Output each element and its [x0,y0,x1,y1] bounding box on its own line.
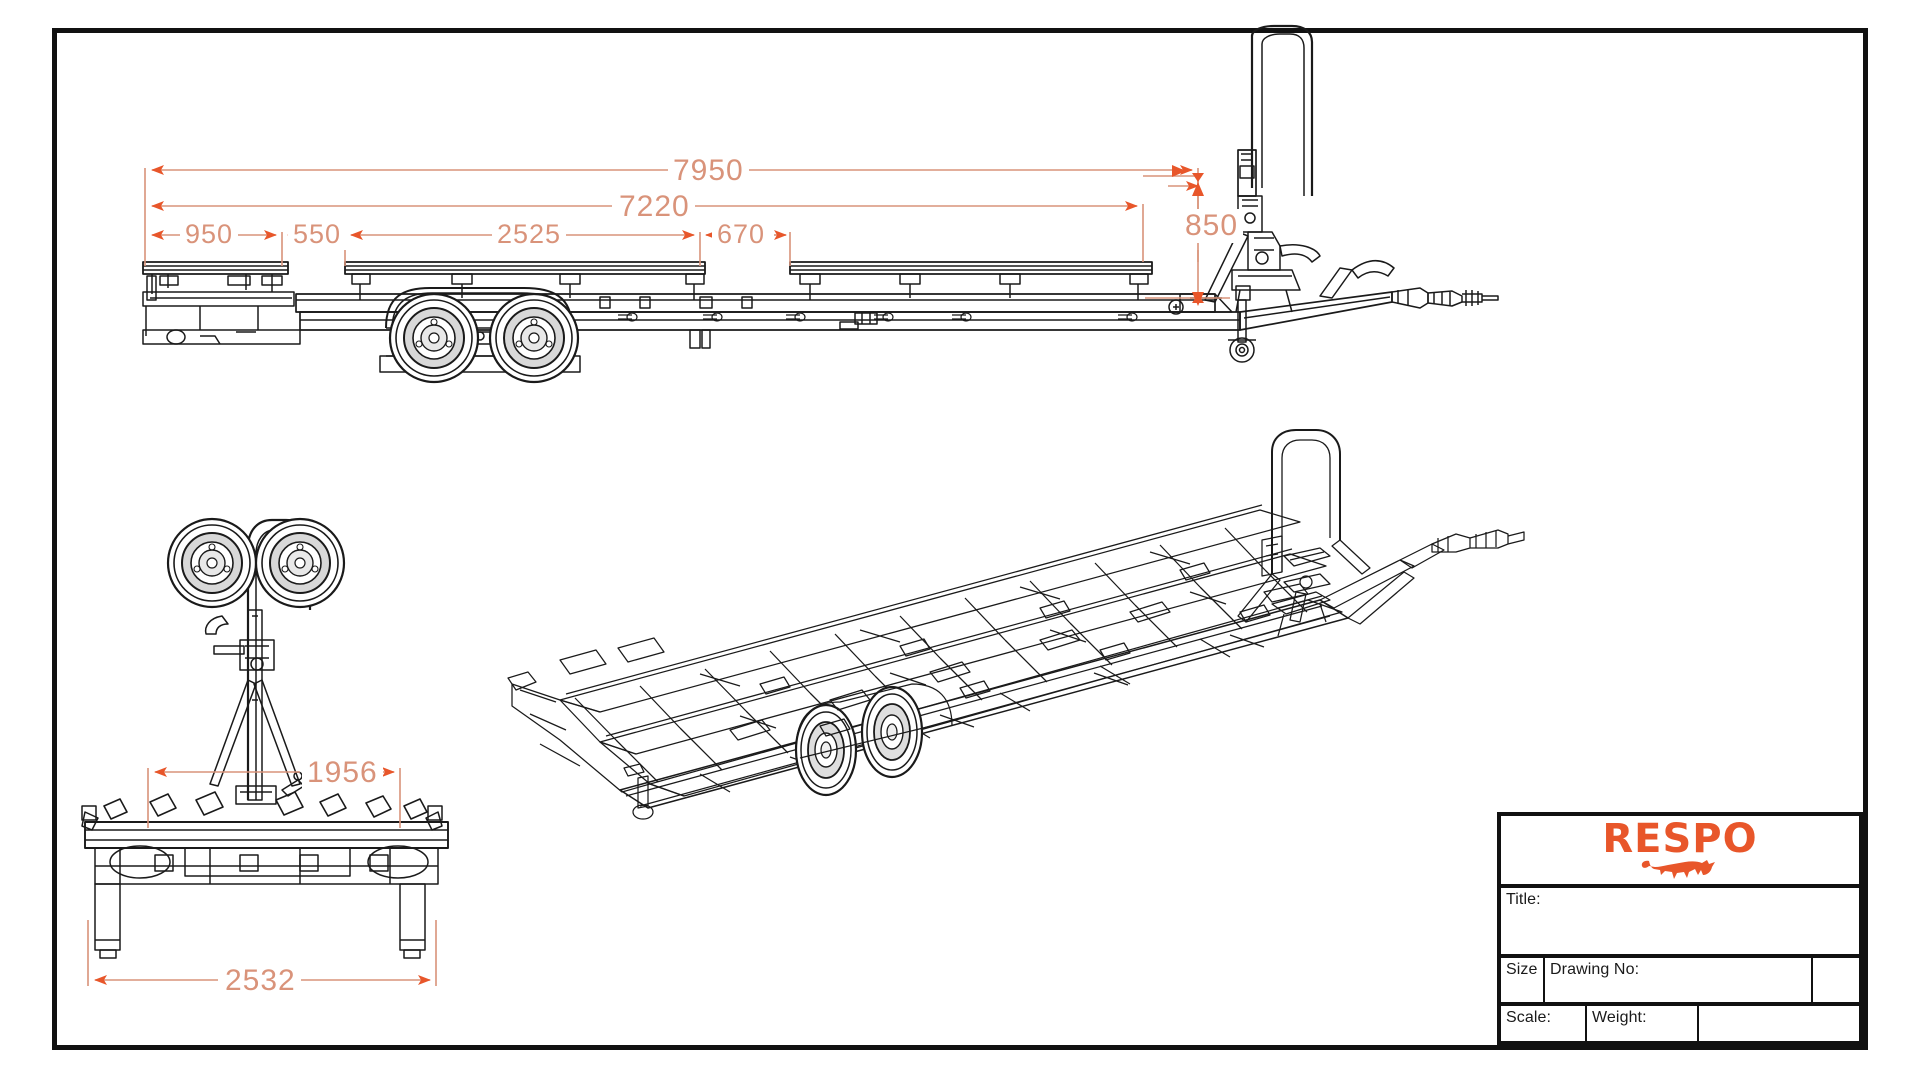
dimension-gap-2: 670 [712,219,771,250]
weight-field-label: Weight: [1587,1006,1699,1045]
dimension-rear-bed-length: 950 [180,219,239,250]
dimension-inner-track-width: 1956 [302,756,383,790]
dimension-overall-width: 2532 [220,964,301,998]
title-field-label: Title: [1506,891,1541,908]
bull-icon [1641,860,1715,879]
title-block-title-row: Title: [1501,888,1859,958]
dimension-overall-length: 7950 [668,154,749,188]
revision-field-value [1813,958,1859,1002]
size-field-label: Size [1501,958,1545,1002]
title-block-scale-row: Scale: Weight: [1501,1006,1859,1045]
title-block-drawing-row: Size Drawing No: [1501,958,1859,1006]
respo-logo-text: RESPO [1602,816,1758,862]
scale-field-label: Scale: [1501,1006,1587,1045]
blank-field-value [1699,1006,1859,1045]
dimension-gap-1: 550 [288,219,347,250]
drawing-no-field-label: Drawing No: [1545,958,1813,1002]
dimension-coupling-height: 850 [1180,209,1244,243]
dimension-deck-length: 7220 [614,190,695,224]
sheet-border [52,28,1868,1050]
title-block: RESPO Title: Size Drawing No: Scale: Wei… [1497,812,1863,1045]
title-block-logo-row: RESPO [1501,816,1859,888]
dimension-mid-bed-length: 2525 [492,219,567,250]
